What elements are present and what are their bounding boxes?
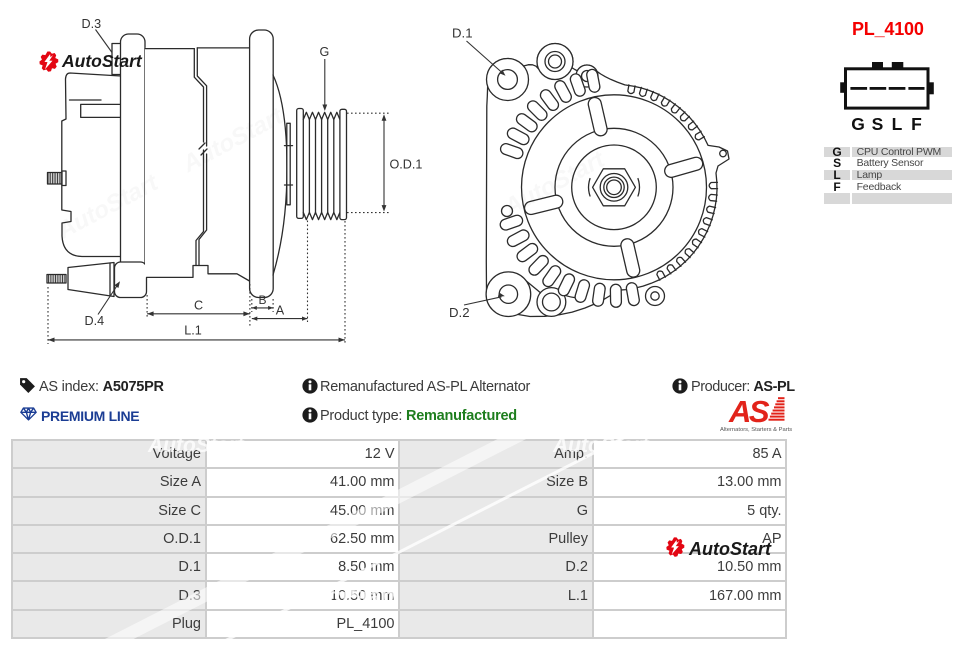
svg-text:Alternators, Starters & Parts: Alternators, Starters & Parts [720, 427, 792, 433]
svg-text:F: F [911, 114, 922, 134]
svg-text:A: A [276, 304, 285, 318]
svg-text:D.1: D.1 [452, 26, 473, 41]
svg-text:D.4: D.4 [85, 314, 105, 328]
svg-text:S: S [872, 114, 884, 134]
svg-text:G: G [320, 45, 330, 59]
svg-text:L.1: L.1 [184, 324, 202, 338]
svg-text:D.3: D.3 [82, 17, 102, 31]
svg-text:C: C [194, 299, 203, 313]
svg-text:L: L [892, 114, 903, 134]
svg-text:AS: AS [728, 395, 770, 429]
svg-text:D.2: D.2 [449, 305, 470, 320]
svg-text:B: B [258, 293, 266, 307]
svg-text:G: G [851, 114, 865, 134]
svg-text:O.D.1: O.D.1 [390, 158, 423, 172]
